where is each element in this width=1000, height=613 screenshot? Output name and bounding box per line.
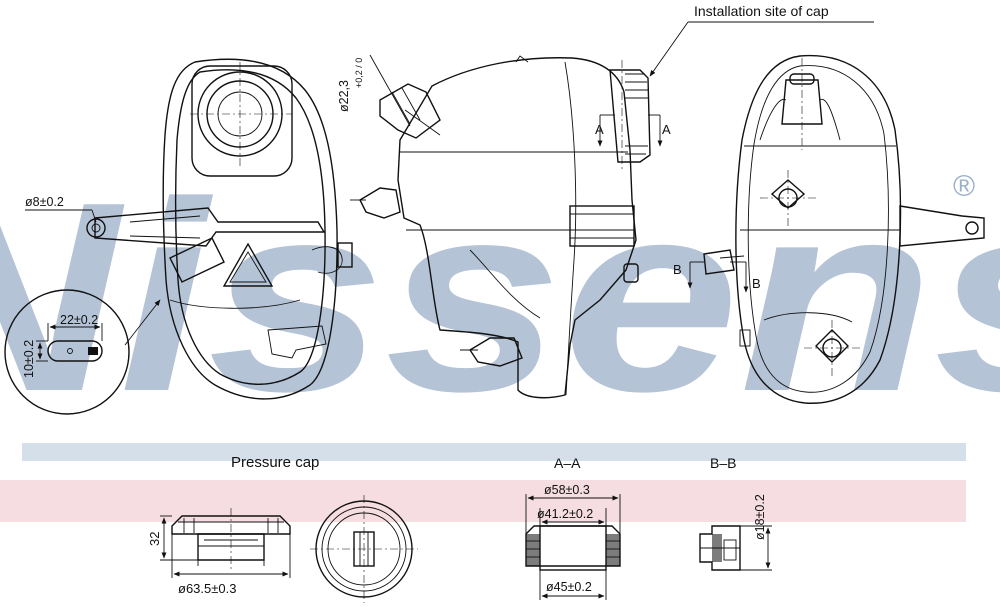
diameter-22-3-label: ø22,3 bbox=[337, 80, 351, 112]
mounting-bracket bbox=[94, 207, 326, 247]
side-view-tank-outline bbox=[397, 57, 637, 399]
side-view-cap-neck bbox=[609, 69, 651, 163]
pink-band bbox=[0, 480, 966, 522]
section-aa-title: A–A bbox=[554, 455, 581, 471]
section-bb-diameter: ø18±0.2 bbox=[753, 494, 767, 540]
installation-site-label: Installation site of cap bbox=[694, 3, 829, 19]
watermark: Nissens ® bbox=[0, 146, 1000, 448]
pressure-cap-diameter: ø63.5±0.3 bbox=[178, 581, 236, 596]
section-b-left-label: B bbox=[673, 262, 682, 277]
section-bb-title: B–B bbox=[710, 455, 736, 471]
hole-detail bbox=[4, 289, 130, 415]
section-aa-drawing bbox=[525, 494, 621, 600]
side-view-hose-outlet bbox=[379, 83, 441, 139]
top-view-neck-frame bbox=[191, 65, 293, 177]
diameter-22-3-tolerance: +0,2 / 0 bbox=[354, 58, 364, 88]
pressure-cap-title: Pressure cap bbox=[231, 454, 319, 471]
top-view bbox=[86, 58, 353, 400]
section-b-right-label: B bbox=[752, 276, 761, 291]
mounting-hole bbox=[86, 218, 106, 238]
registered-mark: ® bbox=[953, 170, 975, 203]
section-a-right-label: A bbox=[662, 122, 671, 137]
diameter-8-label: ø8±0.2 bbox=[25, 195, 64, 209]
detail-circle bbox=[4, 289, 130, 415]
section-aa-outer-diameter: ø58±0.3 bbox=[544, 483, 590, 497]
pressure-cap-height: 32 bbox=[147, 532, 162, 546]
front-view-neck bbox=[781, 79, 823, 125]
top-view-inner-outline bbox=[174, 69, 326, 385]
connector-block bbox=[169, 237, 225, 283]
front-view-port-lower bbox=[815, 329, 849, 363]
pressure-cap-top bbox=[310, 495, 418, 603]
blue-band bbox=[22, 443, 966, 461]
front-view-tank-outline bbox=[735, 54, 902, 404]
side-view-connector-2 bbox=[469, 337, 523, 367]
front-view-bracket bbox=[899, 205, 985, 247]
section-aa-base-diameter: ø45±0.2 bbox=[546, 580, 592, 594]
section-bb-drawing bbox=[699, 525, 772, 571]
section-aa-inner-diameter: ø41.2±0.2 bbox=[537, 507, 593, 521]
pressure-cap-side bbox=[160, 508, 291, 578]
side-view bbox=[350, 54, 663, 399]
top-view-outer-outline bbox=[162, 58, 338, 400]
section-a-left-label: A bbox=[595, 122, 604, 137]
dim-10-label: 10±0.2 bbox=[22, 340, 36, 378]
warning-triangle bbox=[222, 242, 274, 287]
dim-22-label: 22±0.2 bbox=[60, 313, 98, 327]
watermark-text: Nissens bbox=[0, 146, 1000, 448]
side-view-connector-1 bbox=[359, 187, 401, 219]
slot bbox=[47, 340, 103, 362]
front-view bbox=[687, 54, 985, 404]
